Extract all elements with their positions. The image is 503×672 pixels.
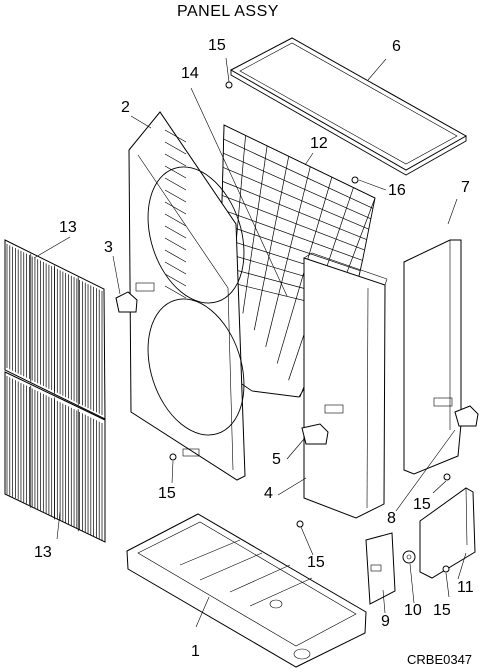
callout-4: 4: [264, 485, 273, 502]
callout-13-lower: 13: [34, 544, 52, 561]
callout-15-rear: 15: [413, 496, 431, 513]
callout-14: 14: [181, 65, 199, 82]
callout-9: 9: [381, 613, 390, 630]
callout-1: 1: [191, 643, 200, 660]
bracket-9: [365, 532, 396, 605]
drawing-code: CRBE0347: [407, 652, 473, 667]
washer-10: [402, 550, 416, 564]
callout-8: 8: [387, 510, 396, 527]
callout-6: 6: [392, 38, 401, 55]
callout-10: 10: [404, 602, 422, 619]
handle-8: [454, 405, 479, 427]
callout-5: 5: [272, 451, 281, 468]
callout-15-cover: 15: [433, 602, 451, 619]
rear-panel-7: [403, 239, 462, 475]
screws-15-16: [169, 81, 451, 573]
side-panel-4: [303, 252, 388, 519]
front-panel-2: [128, 111, 246, 481]
callout-7: 7: [461, 179, 470, 196]
callout-16: 16: [388, 182, 406, 199]
callout-13-upper: 13: [59, 219, 77, 236]
air-grille-13-lower: [4, 371, 106, 543]
callout-12: 12: [310, 135, 328, 152]
leader-lines: [33, 57, 467, 628]
callout-15-front: 15: [158, 485, 176, 502]
air-grille-13-upper: [4, 239, 106, 420]
page-title: PANEL ASSY: [177, 3, 279, 20]
base-plate-1: [126, 513, 367, 668]
callout-15-top: 15: [208, 37, 226, 54]
handle-3: [115, 291, 138, 313]
callout-15-side: 15: [307, 554, 325, 571]
top-panel-6: [229, 37, 468, 176]
callout-2: 2: [121, 99, 130, 116]
service-cover-11: [419, 487, 476, 579]
callout-11: 11: [457, 579, 474, 596]
handle-5: [301, 423, 329, 445]
callout-3: 3: [104, 239, 113, 256]
